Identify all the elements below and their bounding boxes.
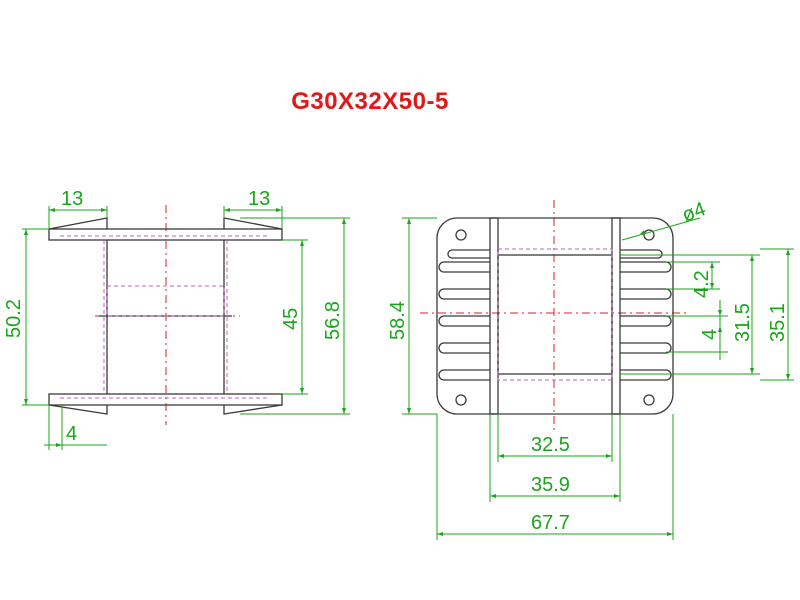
dim-window-width: 32.5 bbox=[497, 414, 613, 462]
core-tube bbox=[99, 240, 232, 394]
svg-text:31.5: 31.5 bbox=[732, 303, 754, 342]
svg-text:35.9: 35.9 bbox=[531, 474, 570, 496]
dim-side-overall-height: 50.2 bbox=[3, 228, 49, 406]
svg-text:35.1: 35.1 bbox=[767, 303, 789, 342]
hole-bottom-left bbox=[455, 394, 467, 406]
hole-top-right bbox=[643, 229, 655, 241]
svg-text:56.8: 56.8 bbox=[322, 301, 344, 340]
svg-text:13: 13 bbox=[248, 188, 270, 210]
svg-text:4: 4 bbox=[699, 329, 721, 340]
svg-text:67.7: 67.7 bbox=[531, 512, 570, 534]
dim-front-overall-height: 58.4 bbox=[387, 217, 437, 415]
dim-total-height: 35.1 bbox=[760, 248, 794, 381]
svg-text:58.4: 58.4 bbox=[387, 301, 409, 340]
dim-flange-top-right: 13 bbox=[223, 188, 283, 228]
dim-window-height: 31.5 bbox=[620, 254, 760, 375]
front-view: ø4 58.4 4.2 4 bbox=[387, 198, 794, 540]
dim-side-inner-height: 45 bbox=[280, 239, 308, 395]
dim-hole-diameter: ø4 bbox=[621, 198, 709, 241]
dim-side-flange-thickness: 4 bbox=[44, 405, 107, 450]
hole-bottom-right bbox=[643, 394, 655, 406]
hole-top-left bbox=[455, 229, 467, 241]
svg-text:50.2: 50.2 bbox=[3, 299, 25, 338]
svg-text:45: 45 bbox=[280, 308, 302, 330]
dim-slot-width: 4 bbox=[666, 300, 728, 360]
svg-text:4: 4 bbox=[66, 423, 77, 445]
dim-core-width: 35.9 bbox=[489, 414, 621, 502]
dim-slot-pitch: 4.2 bbox=[666, 261, 720, 298]
svg-text:32.5: 32.5 bbox=[531, 434, 570, 456]
dim-flange-top-left: 13 bbox=[48, 188, 108, 228]
bottom-flange bbox=[48, 393, 283, 415]
drawing-title: G30X32X50-5 bbox=[291, 88, 449, 115]
side-view: 13 13 50.2 45 bbox=[3, 188, 350, 450]
svg-text:4.2: 4.2 bbox=[691, 270, 713, 298]
right-slots bbox=[620, 249, 672, 381]
dim-side-outer-height: 56.8 bbox=[240, 217, 350, 415]
mounting-holes bbox=[455, 229, 655, 406]
svg-text:13: 13 bbox=[61, 188, 83, 210]
dim-overall-width: 67.7 bbox=[436, 414, 674, 540]
core-walls bbox=[489, 217, 621, 415]
left-slots bbox=[438, 249, 490, 381]
